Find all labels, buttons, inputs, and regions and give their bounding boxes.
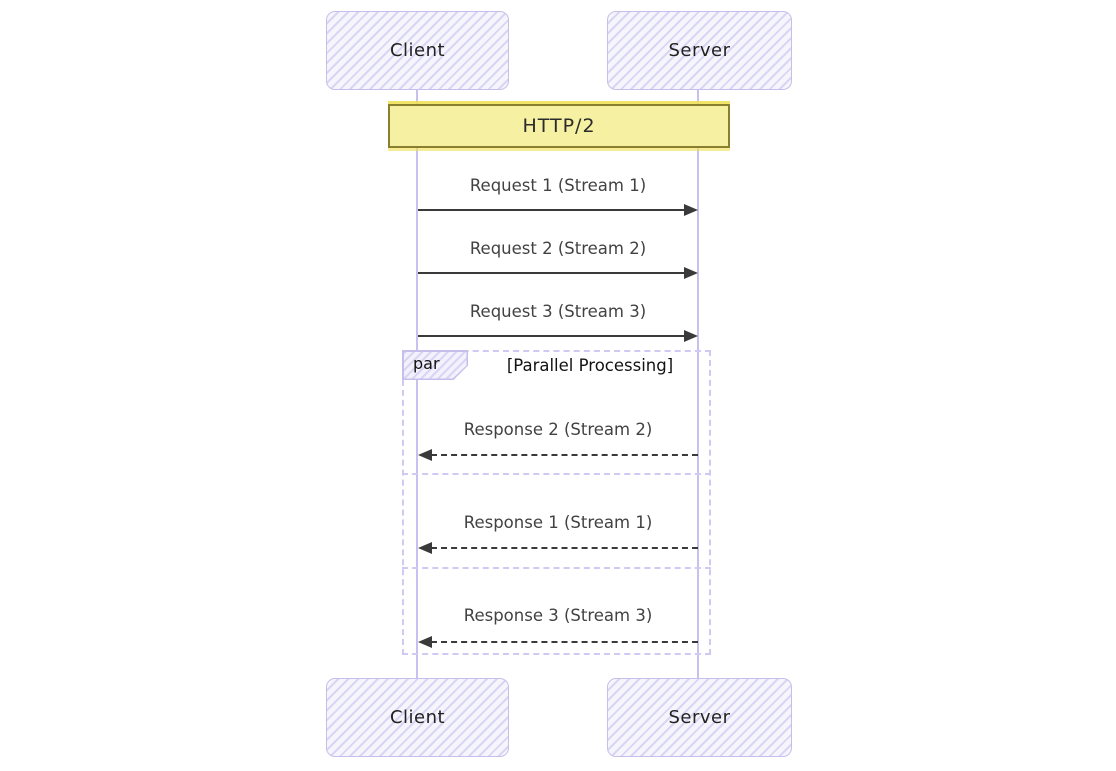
request-3-label: Request 3 (Stream 3) <box>469 302 647 321</box>
actor-client-top-label: Client <box>389 40 446 61</box>
actor-server-bottom-label: Server <box>668 707 731 728</box>
request-2-label: Request 2 (Stream 2) <box>469 239 647 258</box>
server-lifeline <box>697 88 699 680</box>
actor-client-bottom: Client <box>326 678 509 757</box>
response-3-label: Response 3 (Stream 3) <box>463 606 653 625</box>
actor-server-bottom: Server <box>607 678 792 757</box>
par-condition: [Parallel Processing] <box>506 356 674 375</box>
actor-server-top: Server <box>607 11 792 90</box>
arrowhead-left-icon <box>418 542 432 554</box>
par-keyword: par <box>413 354 440 373</box>
par-block: par [Parallel Processing] <box>402 350 711 655</box>
arrowhead-left-icon <box>418 449 432 461</box>
request-1-label: Request 1 (Stream 1) <box>469 176 647 195</box>
request-3-line <box>418 335 685 337</box>
actor-server-top-label: Server <box>668 40 731 61</box>
arrowhead-right-icon <box>684 204 698 216</box>
response-3-line <box>431 641 698 643</box>
response-2-line <box>431 454 698 456</box>
par-divider-2 <box>402 567 711 569</box>
response-1-line <box>431 547 698 549</box>
response-1-label: Response 1 (Stream 1) <box>463 513 653 532</box>
request-2-line <box>418 272 685 274</box>
client-lifeline <box>416 88 418 680</box>
note-http2-label: HTTP/2 <box>522 115 596 137</box>
arrowhead-right-icon <box>684 330 698 342</box>
arrowhead-right-icon <box>684 267 698 279</box>
request-1-line <box>418 209 685 211</box>
arrowhead-left-icon <box>418 636 432 648</box>
par-label-shape-fill <box>403 351 467 379</box>
par-divider-1 <box>402 473 711 475</box>
actor-client-top: Client <box>326 11 509 90</box>
par-label: par <box>402 350 468 380</box>
actor-client-bottom-label: Client <box>389 707 446 728</box>
note-http2: HTTP/2 <box>388 104 730 148</box>
response-2-label: Response 2 (Stream 2) <box>463 420 653 439</box>
